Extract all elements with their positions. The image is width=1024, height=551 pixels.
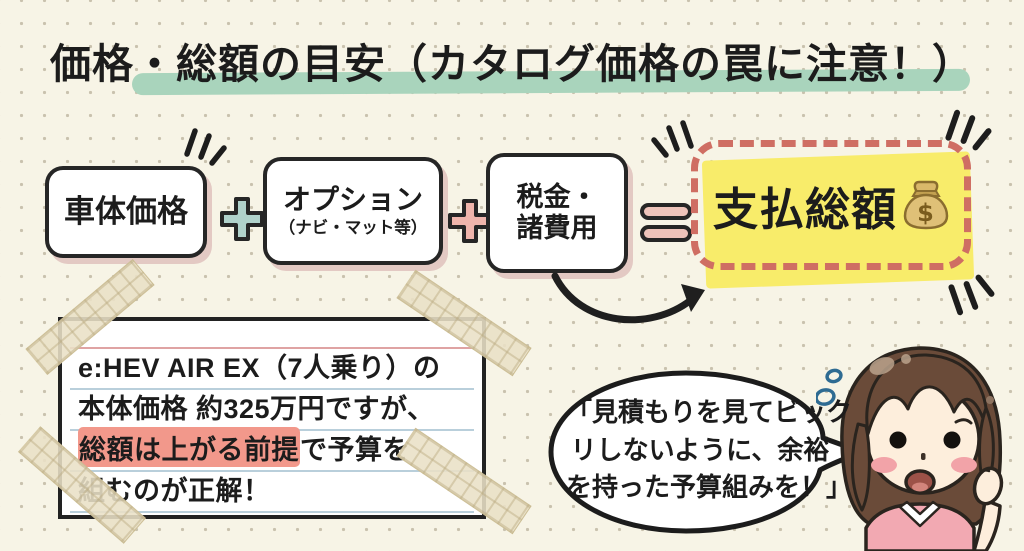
note-line-1: e:HEV AIR EX（7人乗り）の [70, 349, 474, 390]
page-title: 価格・総額の目安（カタログ価格の罠に注意！） [50, 41, 974, 87]
total-payment-box: 支払総額 $ [691, 140, 971, 270]
fees-label: 諸費用 [516, 213, 598, 243]
taxes-fees-box: 税金・ 諸費用 [486, 153, 628, 273]
note-line-2: 本体価格 約325万円ですが、 [70, 390, 474, 431]
note-card: e:HEV AIR EX（7人乗り）の 本体価格 約325万円ですが、 総額は上… [58, 317, 486, 519]
thought-bubble-icon [825, 368, 843, 384]
curved-arrow-icon [551, 272, 705, 324]
worried-woman-illustration [816, 346, 1004, 551]
note-highlighted-text: 総額は上がる前提 [78, 427, 300, 467]
vehicle-price-label: 車体価格 [64, 194, 188, 230]
plus-icon [448, 199, 492, 243]
options-box: オプション （ナビ・マット等） [263, 157, 443, 265]
equals-icon [640, 203, 692, 242]
sparkle-icon [651, 120, 694, 158]
note-line-3: 総額は上がる前提で予算を [70, 427, 474, 472]
money-bag-icon: $ [903, 180, 949, 230]
svg-text:$: $ [917, 199, 935, 227]
speech-bubble-text: 「見積もりを見てビック リしないように、余裕 を持った予算組みを！」 [566, 397, 853, 503]
speech-bubble [548, 370, 865, 534]
vehicle-price-box: 車体価格 [45, 166, 207, 258]
thought-bubble-icon [816, 388, 836, 406]
total-payment-label: 支払総額 [712, 183, 897, 235]
sparkle-icon [945, 109, 992, 151]
sparkle-icon [184, 128, 227, 166]
plus-icon [220, 197, 264, 241]
note-ruled-line [70, 321, 474, 349]
sparkle-icon [948, 274, 995, 316]
options-sublabel: （ナビ・マット等） [278, 218, 428, 237]
taxes-label: 税金・ [516, 181, 598, 212]
options-label: オプション [282, 184, 423, 216]
